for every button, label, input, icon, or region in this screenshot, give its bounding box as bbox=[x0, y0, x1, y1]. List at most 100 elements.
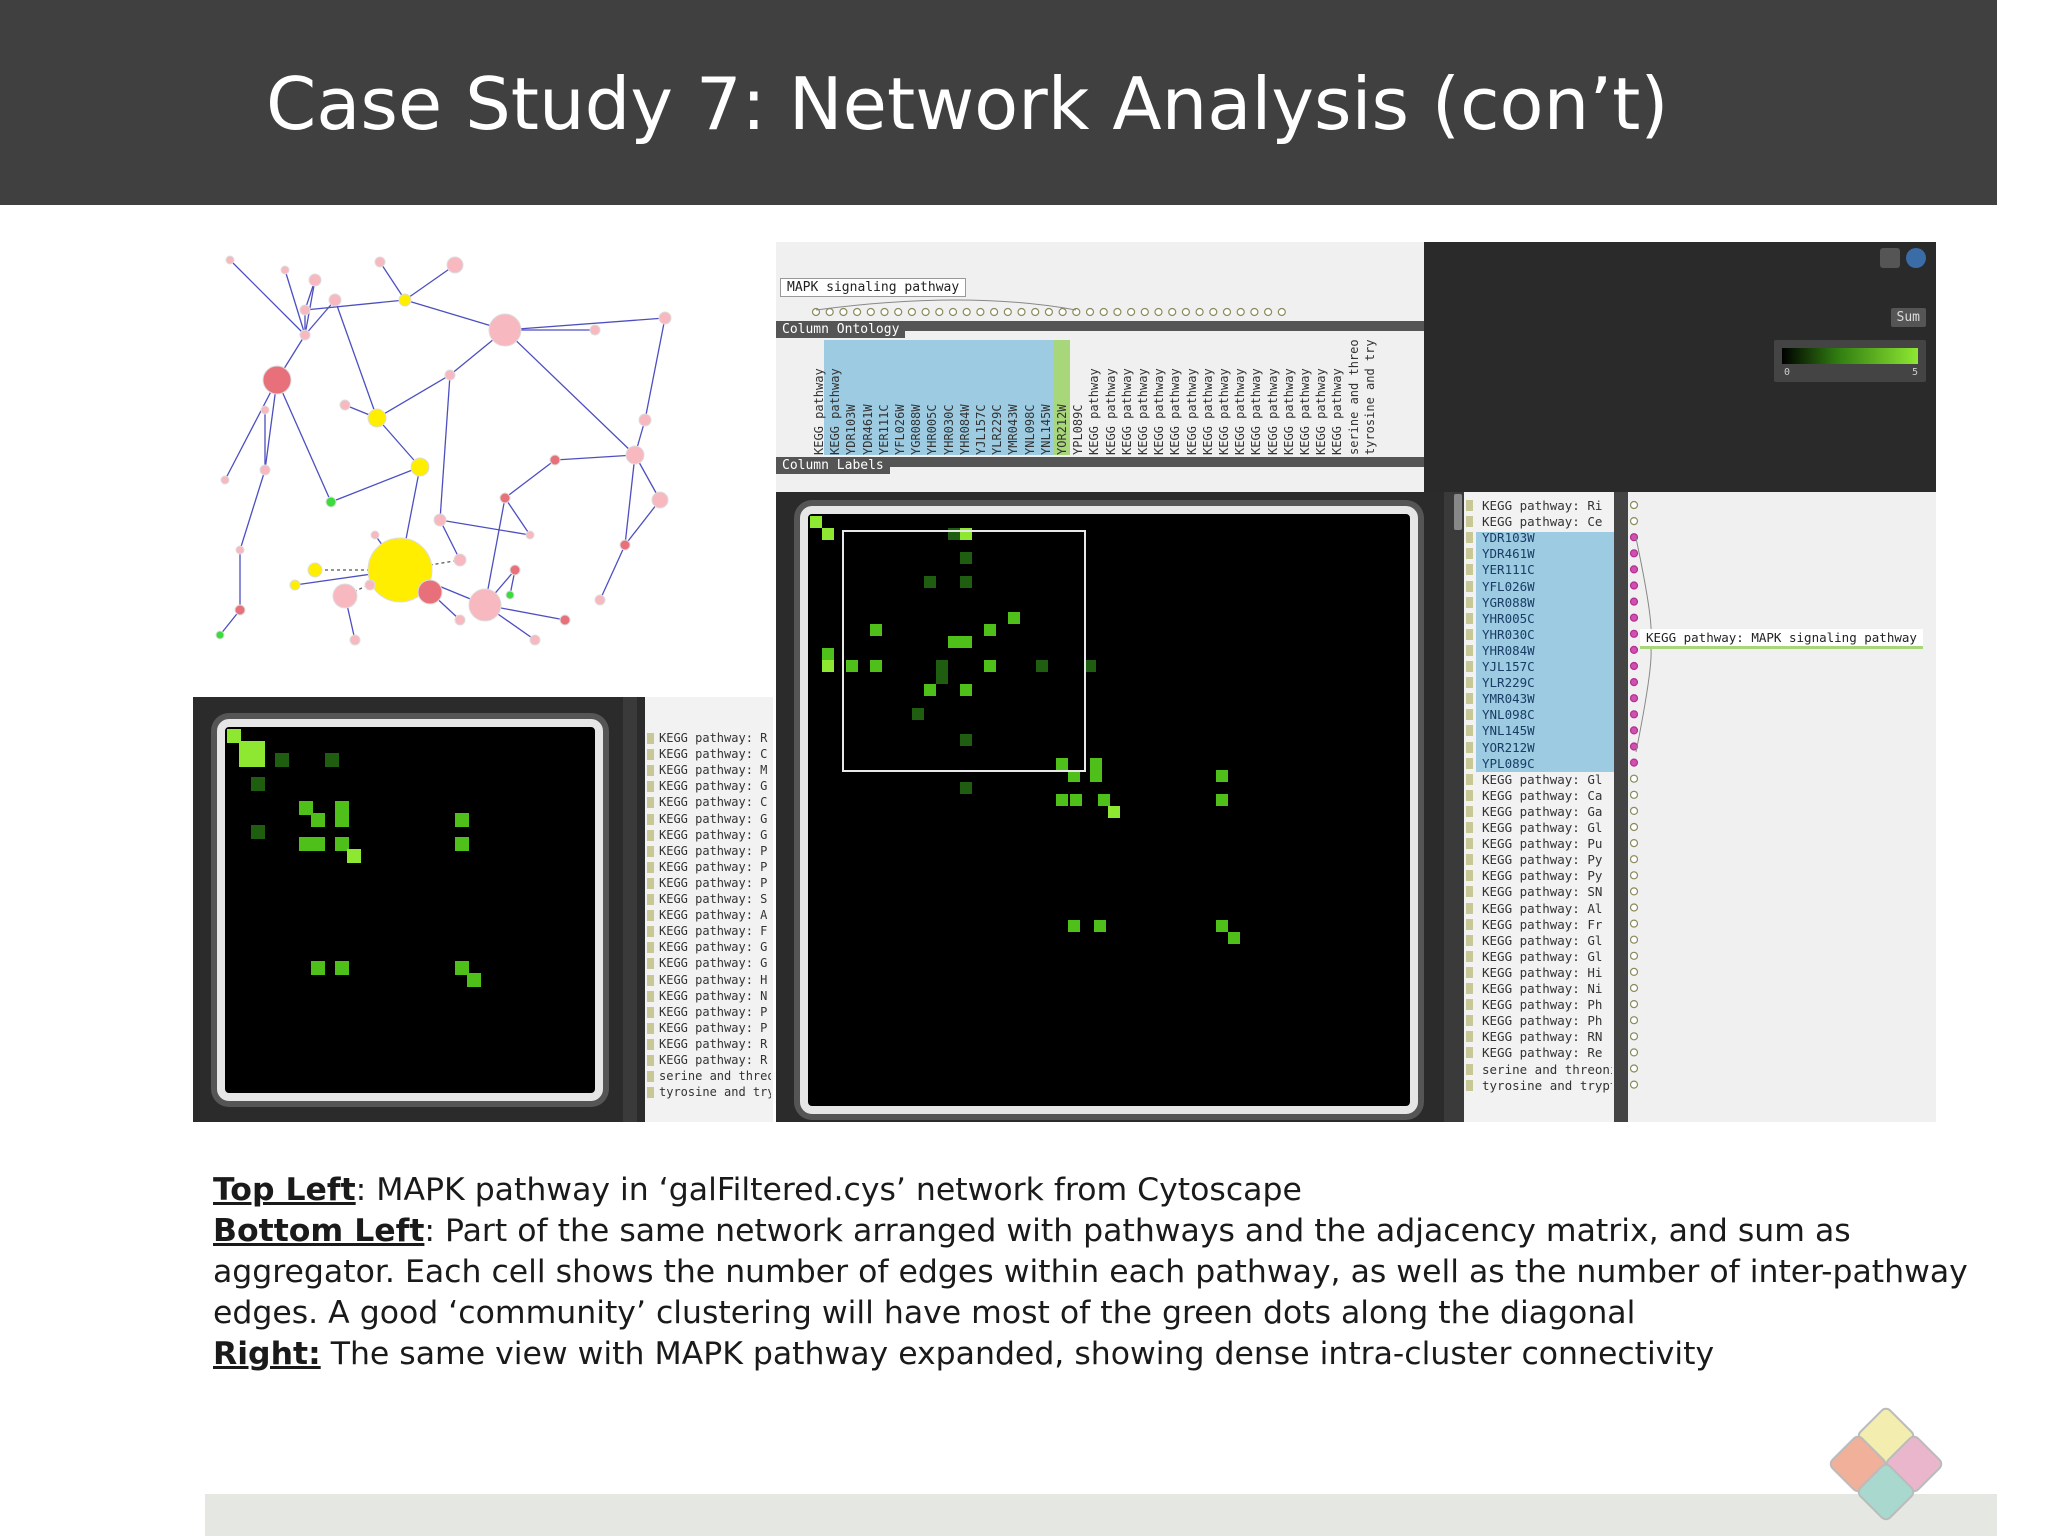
column-tree-node[interactable] bbox=[1264, 307, 1273, 317]
small-row-label[interactable]: KEGG pathway: F bbox=[659, 924, 768, 939]
row-label[interactable]: YER111C bbox=[1482, 562, 1535, 578]
matrix-cell[interactable] bbox=[1090, 758, 1102, 770]
network-node[interactable] bbox=[594, 594, 606, 606]
column-tree-node[interactable] bbox=[990, 307, 999, 317]
matrix-scrollbar-thumb[interactable] bbox=[1454, 494, 1462, 530]
column-label[interactable]: KEGG pathway bbox=[1136, 368, 1150, 455]
small-row-label[interactable]: KEGG pathway: G bbox=[659, 811, 768, 826]
matrix-cell[interactable] bbox=[1108, 806, 1120, 818]
network-node[interactable] bbox=[446, 256, 464, 274]
row-label[interactable]: YHR030C bbox=[1482, 626, 1535, 642]
row-label[interactable]: KEGG pathway: Ca bbox=[1482, 787, 1603, 803]
matrix-cell[interactable] bbox=[960, 576, 972, 588]
matrix-cell[interactable] bbox=[455, 837, 469, 851]
column-label[interactable]: YNL145W bbox=[1038, 404, 1053, 455]
network-node[interactable] bbox=[505, 590, 515, 600]
small-row-label[interactable]: KEGG pathway: G bbox=[659, 956, 768, 971]
row-tree-node[interactable] bbox=[1629, 903, 1639, 912]
row-tree-node[interactable] bbox=[1629, 871, 1639, 880]
small-row-label[interactable]: KEGG pathway: N bbox=[659, 988, 768, 1003]
network-node[interactable] bbox=[638, 413, 652, 427]
row-tree-node[interactable] bbox=[1629, 935, 1639, 944]
column-tree-node[interactable] bbox=[839, 307, 848, 317]
row-label[interactable]: YMR043W bbox=[1482, 691, 1535, 707]
row-tree-node[interactable] bbox=[1629, 855, 1639, 864]
row-tree-node[interactable] bbox=[1629, 999, 1639, 1009]
matrix-cell[interactable] bbox=[822, 528, 834, 540]
matrix-cell[interactable] bbox=[251, 825, 265, 839]
matrix-cell[interactable] bbox=[311, 837, 325, 851]
column-label[interactable]: YDR461W bbox=[860, 404, 875, 455]
column-label[interactable]: KEGG pathway bbox=[1249, 368, 1264, 455]
network-node[interactable] bbox=[549, 454, 561, 466]
matrix-cell[interactable] bbox=[1036, 660, 1048, 672]
column-tree-node[interactable] bbox=[1209, 307, 1218, 317]
row-tree-node[interactable] bbox=[1629, 790, 1639, 799]
network-graph-panel[interactable] bbox=[205, 240, 675, 655]
row-label[interactable]: YFL026W bbox=[1482, 578, 1535, 594]
small-row-label[interactable]: KEGG pathway: G bbox=[659, 940, 768, 955]
row-tree-node[interactable] bbox=[1629, 758, 1639, 767]
row-label[interactable]: KEGG pathway: SN bbox=[1482, 884, 1603, 900]
matrix-cell[interactable] bbox=[467, 973, 481, 987]
matrix-cell[interactable] bbox=[239, 741, 253, 755]
column-tree-node[interactable] bbox=[1195, 307, 1204, 317]
row-label[interactable]: YOR212W bbox=[1482, 739, 1535, 755]
column-tree-node[interactable] bbox=[921, 307, 930, 317]
row-tree-node[interactable] bbox=[1629, 967, 1639, 976]
column-label[interactable]: YPL089C bbox=[1071, 404, 1086, 455]
network-node[interactable] bbox=[398, 293, 412, 307]
column-tree-node[interactable] bbox=[1277, 307, 1286, 317]
row-label[interactable]: tyrosine and trypto bbox=[1482, 1077, 1612, 1093]
network-node[interactable] bbox=[367, 537, 433, 603]
network-node[interactable] bbox=[374, 256, 386, 268]
column-tree-node[interactable] bbox=[948, 307, 958, 317]
network-node[interactable] bbox=[454, 614, 466, 626]
network-node[interactable] bbox=[299, 304, 311, 316]
row-label[interactable]: YDR103W bbox=[1482, 530, 1535, 546]
network-node[interactable] bbox=[488, 313, 522, 347]
column-label[interactable]: KEGG pathway bbox=[1103, 368, 1118, 455]
row-label[interactable]: YHR005C bbox=[1482, 610, 1535, 626]
column-label[interactable]: YGR088W bbox=[909, 404, 924, 455]
row-label[interactable]: KEGG pathway: Pu bbox=[1482, 836, 1603, 852]
network-node[interactable] bbox=[367, 408, 387, 428]
matrix-cell[interactable] bbox=[1008, 612, 1020, 624]
matrix-cell[interactable] bbox=[846, 660, 858, 672]
small-row-label[interactable]: tyrosine and trypt bbox=[659, 1085, 771, 1100]
matrix-cell[interactable] bbox=[936, 660, 948, 672]
power-icon[interactable] bbox=[1906, 248, 1926, 268]
matrix-cell[interactable] bbox=[227, 729, 241, 743]
matrix-cell[interactable] bbox=[960, 782, 972, 794]
row-tree-node[interactable] bbox=[1629, 726, 1639, 735]
row-tree-node[interactable] bbox=[1629, 565, 1639, 574]
column-label[interactable]: YFL026W bbox=[893, 404, 907, 455]
column-label[interactable]: tyrosine and try bbox=[1362, 340, 1377, 455]
matrix-cell[interactable] bbox=[1070, 794, 1082, 806]
matrix-cell[interactable] bbox=[1090, 770, 1102, 782]
matrix-cell[interactable] bbox=[347, 849, 361, 863]
column-tree-node[interactable] bbox=[1154, 307, 1163, 317]
network-node[interactable] bbox=[453, 553, 467, 567]
row-tree-node[interactable] bbox=[1629, 645, 1639, 654]
row-label[interactable]: KEGG pathway: Py bbox=[1482, 852, 1603, 868]
column-label[interactable]: serine and threo bbox=[1346, 340, 1361, 455]
row-label[interactable]: KEGG pathway: Gl bbox=[1482, 771, 1603, 787]
row-label[interactable]: KEGG pathway: Ri bbox=[1482, 498, 1603, 513]
small-row-label[interactable]: serine and threon bbox=[659, 1069, 771, 1084]
column-label[interactable]: KEGG pathway bbox=[1217, 368, 1231, 455]
small-row-label[interactable]: KEGG pathway: P bbox=[659, 843, 768, 858]
network-node[interactable] bbox=[259, 464, 271, 476]
matrix-cell[interactable] bbox=[335, 801, 349, 815]
column-label[interactable]: KEGG pathway bbox=[1119, 368, 1134, 455]
row-label[interactable]: KEGG pathway: Ph bbox=[1482, 1013, 1603, 1029]
small-matrix-scrollbar[interactable] bbox=[623, 697, 637, 1122]
row-label[interactable]: YPL089C bbox=[1482, 755, 1535, 771]
column-tree-node[interactable] bbox=[1250, 307, 1259, 317]
column-label[interactable]: YER111C bbox=[876, 404, 891, 455]
row-label[interactable]: YGR088W bbox=[1482, 594, 1535, 610]
small-row-label[interactable]: KEGG pathway: R bbox=[659, 1036, 768, 1051]
row-label[interactable]: KEGG pathway: Re bbox=[1482, 1045, 1603, 1061]
column-tree-node[interactable] bbox=[825, 307, 834, 317]
column-tree-node[interactable] bbox=[1236, 307, 1245, 317]
